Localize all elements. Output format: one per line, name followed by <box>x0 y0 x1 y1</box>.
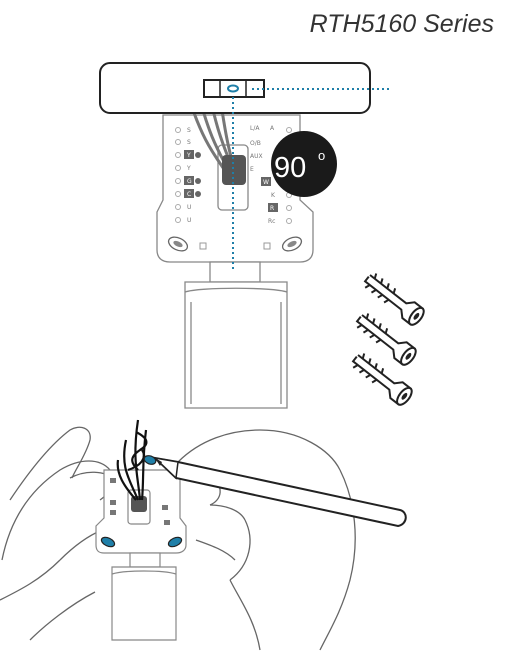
terminal-label: S <box>187 127 191 134</box>
alignment-guide <box>232 88 392 270</box>
terminal-label: O/B <box>250 140 261 147</box>
terminal-label: R <box>270 205 274 212</box>
terminal-label: C <box>187 191 191 198</box>
terminal-label: A <box>270 125 275 132</box>
terminal-labels-left: S S Y Y G C U U <box>175 127 201 224</box>
wall-anchor <box>355 313 417 366</box>
rotation-unit: o <box>318 148 325 163</box>
wallplate-small <box>95 469 187 641</box>
wall-anchor <box>351 353 413 406</box>
terminal-label: Y <box>186 165 191 172</box>
series-title: RTH5160 Series <box>309 10 494 38</box>
terminal-label: K <box>271 192 276 199</box>
rotation-badge: 90 o <box>271 131 337 197</box>
level-tool <box>99 62 371 114</box>
anchor-mark-top <box>143 455 157 465</box>
wire-opening <box>222 155 246 185</box>
anchor-mark-right <box>167 536 183 548</box>
pencil <box>151 456 407 528</box>
anchor-mark-left <box>100 536 116 548</box>
wallplate-mounting-slot-left <box>167 236 189 252</box>
rotation-angle: 90 <box>274 152 306 184</box>
terminal-label: Rc <box>268 218 275 225</box>
terminal-label: S <box>187 139 191 146</box>
terminal-label: U <box>187 204 191 211</box>
terminal-label: E <box>250 166 254 173</box>
wallplate-mounting-slot-right <box>281 236 303 252</box>
wall-anchor <box>363 273 425 326</box>
level-bubble <box>227 84 239 93</box>
terminal-label: AUX <box>250 153 263 160</box>
hand-right <box>169 429 356 651</box>
terminal-label: Y <box>186 152 191 159</box>
terminal-label: U <box>187 217 191 224</box>
terminal-label: G <box>187 178 192 185</box>
wire-bundle-small <box>116 419 148 501</box>
terminal-label: L/A <box>250 125 260 132</box>
terminal-label: W <box>263 179 269 186</box>
